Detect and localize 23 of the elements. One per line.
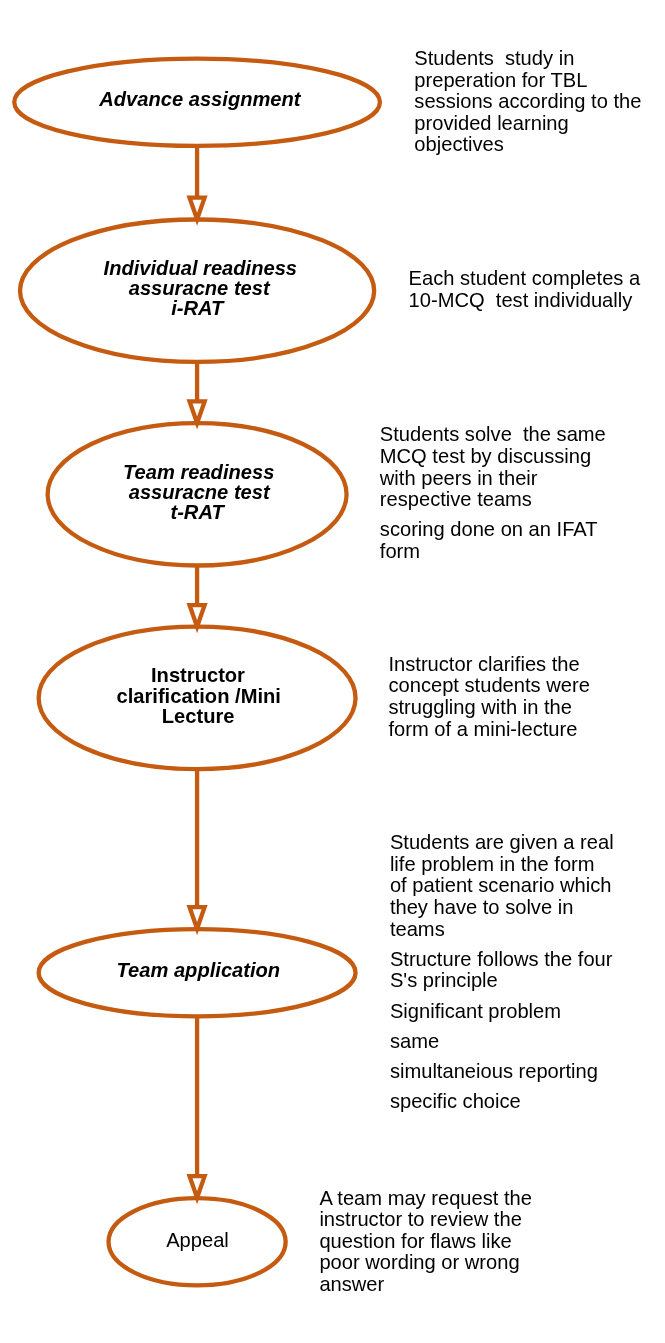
node-ellipse: Advance assignment: [12, 55, 383, 148]
node-label: Instructor clarifies the concept students were struggling with in the form of a mini-lecture: [388, 652, 590, 740]
node-label: Students are given a real life problem in the form of patient scenario which they have to solve in teams: [389, 830, 614, 940]
node-label: Students solve the same MCQ test by discussing with peers in their respective teams: [379, 422, 606, 510]
node-ellipse: Team readiness assuracne test t-RAT: [45, 420, 349, 568]
arrow: [186, 565, 208, 633]
arrow: [186, 145, 208, 226]
node-ellipse: Individual readiness assuracne test i-RAT: [17, 216, 377, 364]
node-ellipse: Instructor clarification /Mini Lecture: [36, 624, 358, 771]
node-ellipse: Appeal: [106, 1195, 288, 1288]
arrow: [186, 768, 208, 935]
arrow: [186, 361, 208, 430]
node-label: Each student completes a 10-MCQ test individually: [408, 266, 641, 311]
arrow: [186, 1016, 208, 1204]
node-label: Students study in preperation for TBL sessions according to the provided learning objectives: [414, 46, 642, 155]
node-ellipse: Team application: [36, 926, 358, 1018]
node-label: specific choice: [389, 1089, 521, 1112]
node-label: Structure follows the four S's principle: [389, 947, 613, 991]
node-label: Significant problem: [389, 999, 562, 1022]
node-label: same: [389, 1029, 440, 1052]
node-label: A team may request the instructor to review the question for flaws like poor wording or wrong answer: [319, 1186, 532, 1295]
node-label: simultaneious reporting: [389, 1059, 598, 1082]
node-label: scoring done on an IFAT form: [379, 517, 598, 562]
